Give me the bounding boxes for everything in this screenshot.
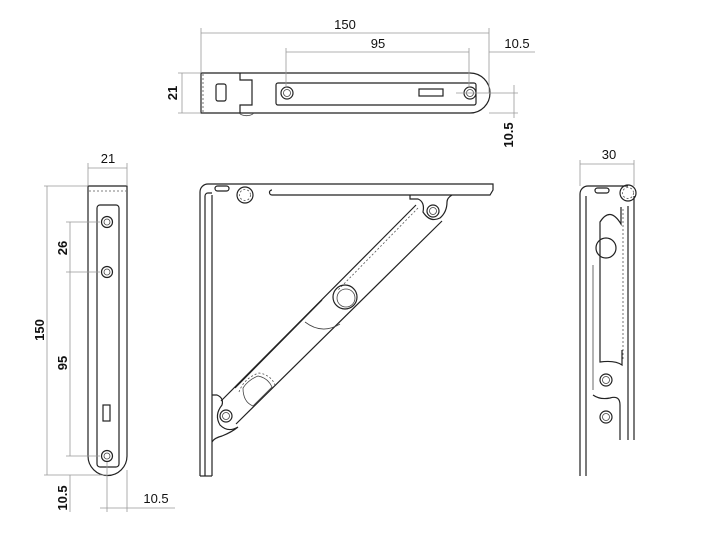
dim-top-10-5-vertical: 10.5 [501,122,516,147]
hole-icon [599,373,613,387]
right-view: 30 [579,147,637,476]
roller-icon [619,184,637,202]
dim-right-30: 30 [602,147,616,162]
knob-icon [332,284,358,310]
hole-icon [280,86,294,100]
hole-icon [100,265,114,279]
dim-left-10-5-vertical: 10.5 [55,485,70,510]
dim-top-95: 95 [371,36,385,51]
dim-top-150: 150 [334,17,356,32]
knob-icon [595,237,617,259]
dim-top-21: 21 [165,86,180,100]
front-view [199,183,494,477]
roller-icon [236,186,254,204]
hole-icon [599,410,613,424]
hole-icon [100,215,114,229]
hole-icon [219,409,233,423]
dim-left-10-5-horizontal: 10.5 [143,491,168,506]
dim-top-10-5: 10.5 [504,36,529,51]
top-view: 150 95 10.5 21 10.5 [165,17,535,148]
dim-left-21: 21 [101,151,115,166]
dim-left-26: 26 [55,241,70,255]
hole-icon [100,449,114,463]
hole-icon [426,204,440,218]
dim-left-95: 95 [55,356,70,370]
dim-left-150: 150 [32,319,47,341]
left-view: 21 150 26 95 10.5 10.5 [32,151,175,512]
